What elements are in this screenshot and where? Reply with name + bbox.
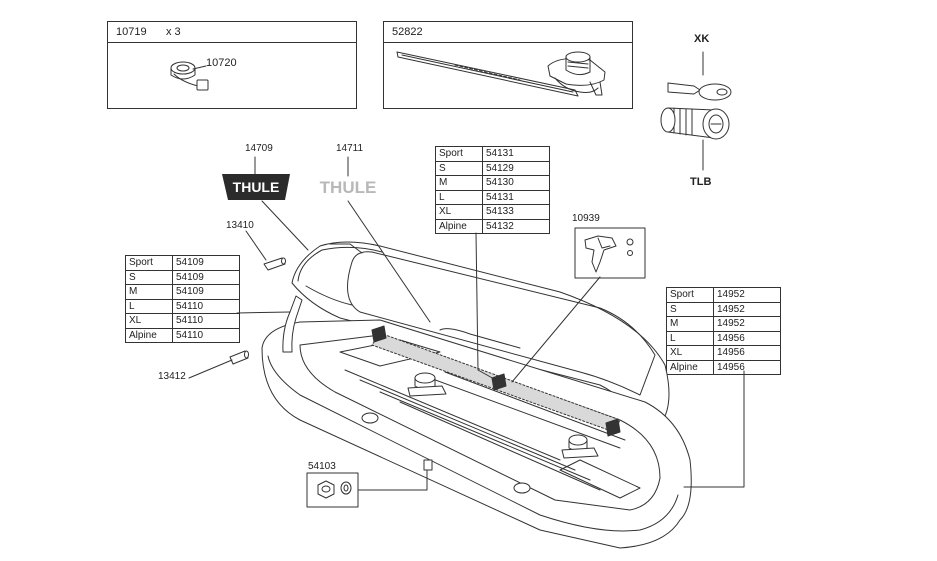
callout-13412: 13412 <box>158 371 186 382</box>
size-cell: XL <box>435 204 483 220</box>
lock-cylinder-icon <box>660 107 730 171</box>
logo-dark-part-number: 14709 <box>245 143 273 154</box>
thule-logo-dark-icon: THULE <box>222 174 290 200</box>
size-cell: S <box>435 160 483 176</box>
kit-box-10719: 10719 x 3 10720 <box>107 21 357 109</box>
logo-light-part-number: 14711 <box>336 143 364 154</box>
key-icon <box>667 51 732 101</box>
callout-10939: 10939 <box>572 213 600 224</box>
rail-strip-icon <box>396 51 579 97</box>
pin-13412-icon <box>229 350 249 365</box>
kit-quantity: x 3 <box>166 26 181 38</box>
size-cell: Alpine <box>125 327 173 343</box>
part-number-cell: 54130 <box>482 175 550 191</box>
size-cell: Alpine <box>666 359 714 375</box>
part-number-cell: 54132 <box>482 218 550 234</box>
part-number-cell: 54131 <box>482 189 550 205</box>
leader-lines <box>188 156 745 491</box>
strap-icon <box>170 61 209 91</box>
strap-part-number: 10720 <box>206 57 237 69</box>
lock-cylinder-label: TLB <box>690 176 712 188</box>
part-number-cell: 54131 <box>482 146 550 162</box>
key-label: XK <box>694 33 710 45</box>
callout-54103: 54103 <box>308 461 336 472</box>
nut-detail-box <box>306 472 359 508</box>
kit-box-header <box>108 22 356 43</box>
part-number-cell: 14956 <box>713 359 781 375</box>
clamp-knob-icon <box>547 51 606 96</box>
part-number-cell: 54133 <box>482 204 550 220</box>
part-number-cell: 54110 <box>172 327 240 343</box>
latch-detail-box <box>574 227 646 279</box>
kit-box-header <box>384 22 632 43</box>
kit-part-number: 10719 <box>116 26 147 38</box>
roof-box-illustration <box>261 241 692 549</box>
part-number-cell: 54129 <box>482 160 550 176</box>
callout-13410: 13410 <box>226 220 254 231</box>
kit-part-number: 52822 <box>392 26 423 38</box>
logo-dark-text: THULE <box>233 179 280 195</box>
pin-13410-icon <box>263 257 286 271</box>
logo-light-text: THULE <box>320 178 377 197</box>
thule-logo-light-icon: THULE <box>320 178 377 197</box>
